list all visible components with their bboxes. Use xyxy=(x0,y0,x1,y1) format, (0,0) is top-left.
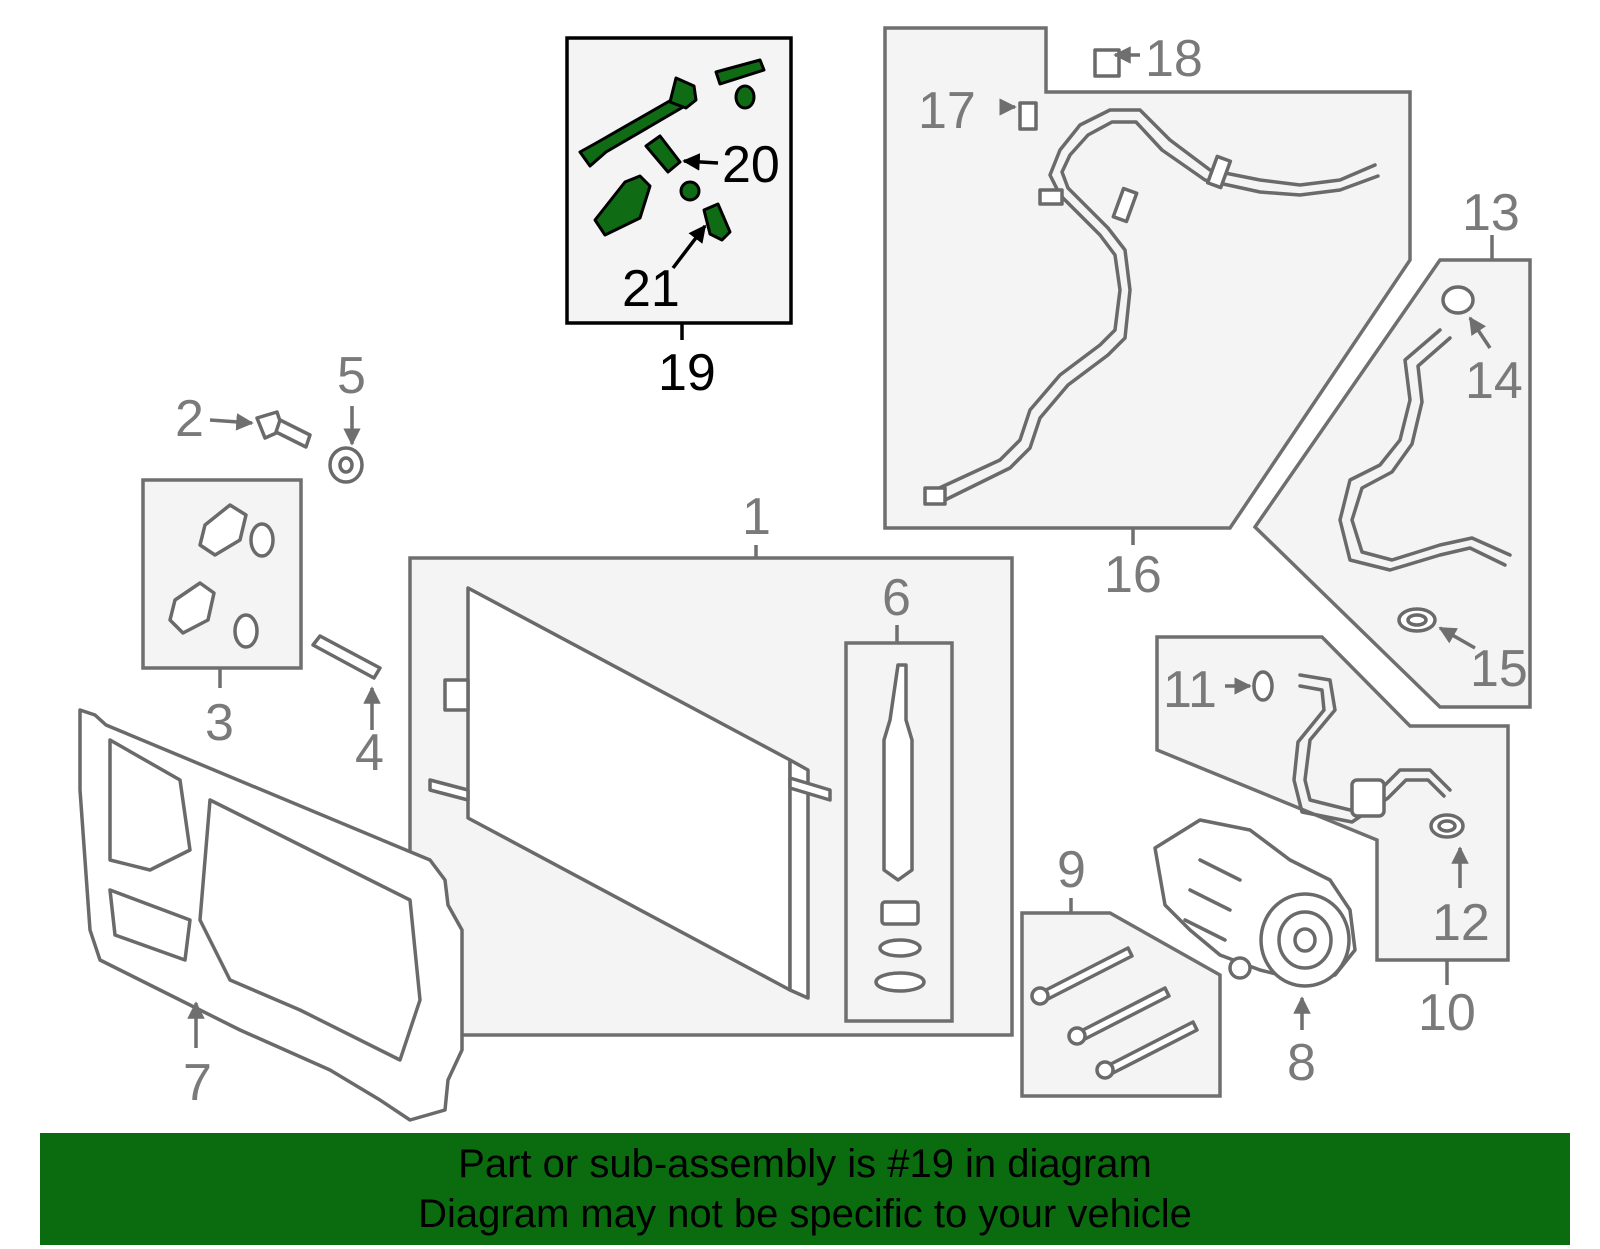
callout-18: 18 xyxy=(1145,30,1203,88)
compressor-part-8 xyxy=(1153,818,1357,988)
fan-shroud-part-7 xyxy=(78,708,464,1122)
assembly-19-box[interactable] xyxy=(565,36,793,340)
callout-17: 17 xyxy=(918,82,976,140)
hose-fitting-part xyxy=(578,76,698,168)
callout-6: 6 xyxy=(882,569,911,627)
callout-11: 11 xyxy=(1163,661,1217,719)
caption-line-2: Diagram may not be specific to your vehi… xyxy=(418,1192,1192,1236)
callout-5: 5 xyxy=(337,347,366,405)
cap-part-21 xyxy=(702,202,732,242)
caption-line-1: Part or sub-assembly is #19 in diagram xyxy=(458,1142,1152,1186)
callout-8: 8 xyxy=(1287,1034,1316,1092)
callout-4: 4 xyxy=(355,724,384,782)
callout-19: 19 xyxy=(658,344,716,402)
callout-21: 21 xyxy=(622,260,680,318)
o-ring-part-small xyxy=(679,180,701,202)
o-ring-part xyxy=(734,84,756,110)
bolt-part-2 xyxy=(255,410,312,449)
bolt-kit-9 xyxy=(1020,911,1222,1098)
hose-part-upper xyxy=(714,58,766,86)
callout-7: 7 xyxy=(183,1054,212,1112)
hose-assembly-10 xyxy=(1155,635,1510,962)
valve-part-20 xyxy=(644,134,682,174)
hose-assembly-16 xyxy=(883,26,1412,530)
callout-1: 1 xyxy=(742,488,771,546)
callout-13: 13 xyxy=(1462,184,1520,242)
callout-3: 3 xyxy=(205,694,234,752)
callout-16: 16 xyxy=(1104,546,1162,604)
caption-banner: Part or sub-assembly is #19 in diagram D… xyxy=(40,1133,1570,1245)
plug-part xyxy=(593,174,652,237)
callout-15: 15 xyxy=(1470,640,1528,698)
hose-assembly-13 xyxy=(1252,258,1532,709)
callout-10: 10 xyxy=(1418,984,1476,1042)
callout-2: 2 xyxy=(175,390,204,448)
nut-part-5 xyxy=(328,446,364,484)
condenser-assembly-1 xyxy=(408,556,1014,1037)
callout-9: 9 xyxy=(1057,841,1086,899)
seal-kit-3 xyxy=(141,478,303,670)
pin-part-4 xyxy=(311,634,382,680)
callout-14: 14 xyxy=(1465,352,1523,410)
callout-20: 20 xyxy=(722,136,780,194)
callout-12: 12 xyxy=(1432,894,1490,952)
